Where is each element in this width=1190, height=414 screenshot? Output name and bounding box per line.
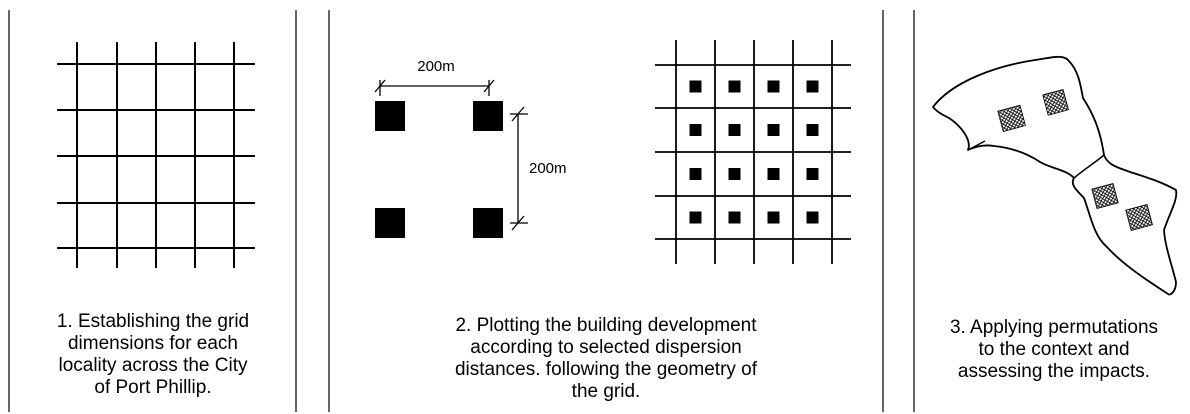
caption-step-1: 1. Establishing the grid dimensions for … [56,311,250,398]
plotted-building-square [689,80,702,93]
port-phillip-locality-map [932,55,1178,296]
plotted-building-square [806,124,819,136]
hatched-development-2 [1042,89,1069,116]
plotted-building-square [689,211,702,224]
horizontal-dimension-line [374,79,495,96]
plotted-building-square [767,211,780,224]
vertical-dimension-label: 200m [529,160,567,177]
hatched-development-1 [997,104,1026,132]
plotted-building-square [806,168,819,180]
plotted-building-square [728,80,741,93]
plotted-development-grid [655,40,851,264]
building-square-top-left [375,101,405,131]
locality-outline [932,55,1178,296]
plotted-building-square [767,168,780,180]
plotted-building-square [689,168,702,180]
vertical-dimension-line [510,106,528,231]
plotted-building-square [728,168,741,180]
panel-dividers [8,10,915,412]
building-square-top-right [473,101,503,131]
plotted-building-square [767,124,780,136]
hatched-development-4 [1125,204,1153,231]
dispersion-spacing-diagram: 200m 200m [374,58,567,238]
plotted-building-square [806,211,819,224]
locality-grid [57,42,255,268]
hatched-development-3 [1091,183,1119,209]
locality-inner-boundary [1073,154,1105,179]
plotted-building-square [767,80,780,93]
plotted-building-square [728,124,741,136]
plotted-building-square [689,124,702,136]
building-square-bottom-left [375,208,405,238]
building-square-bottom-right [473,208,503,238]
locality-pier-line [967,140,986,151]
caption-step-2: 2. Plotting the building development acc… [454,315,758,402]
plotted-building-square [806,80,819,93]
caption-step-3: 3. Applying permutations to the context … [949,317,1159,382]
horizontal-dimension-label: 200m [417,58,455,75]
plotted-building-square [728,211,741,224]
